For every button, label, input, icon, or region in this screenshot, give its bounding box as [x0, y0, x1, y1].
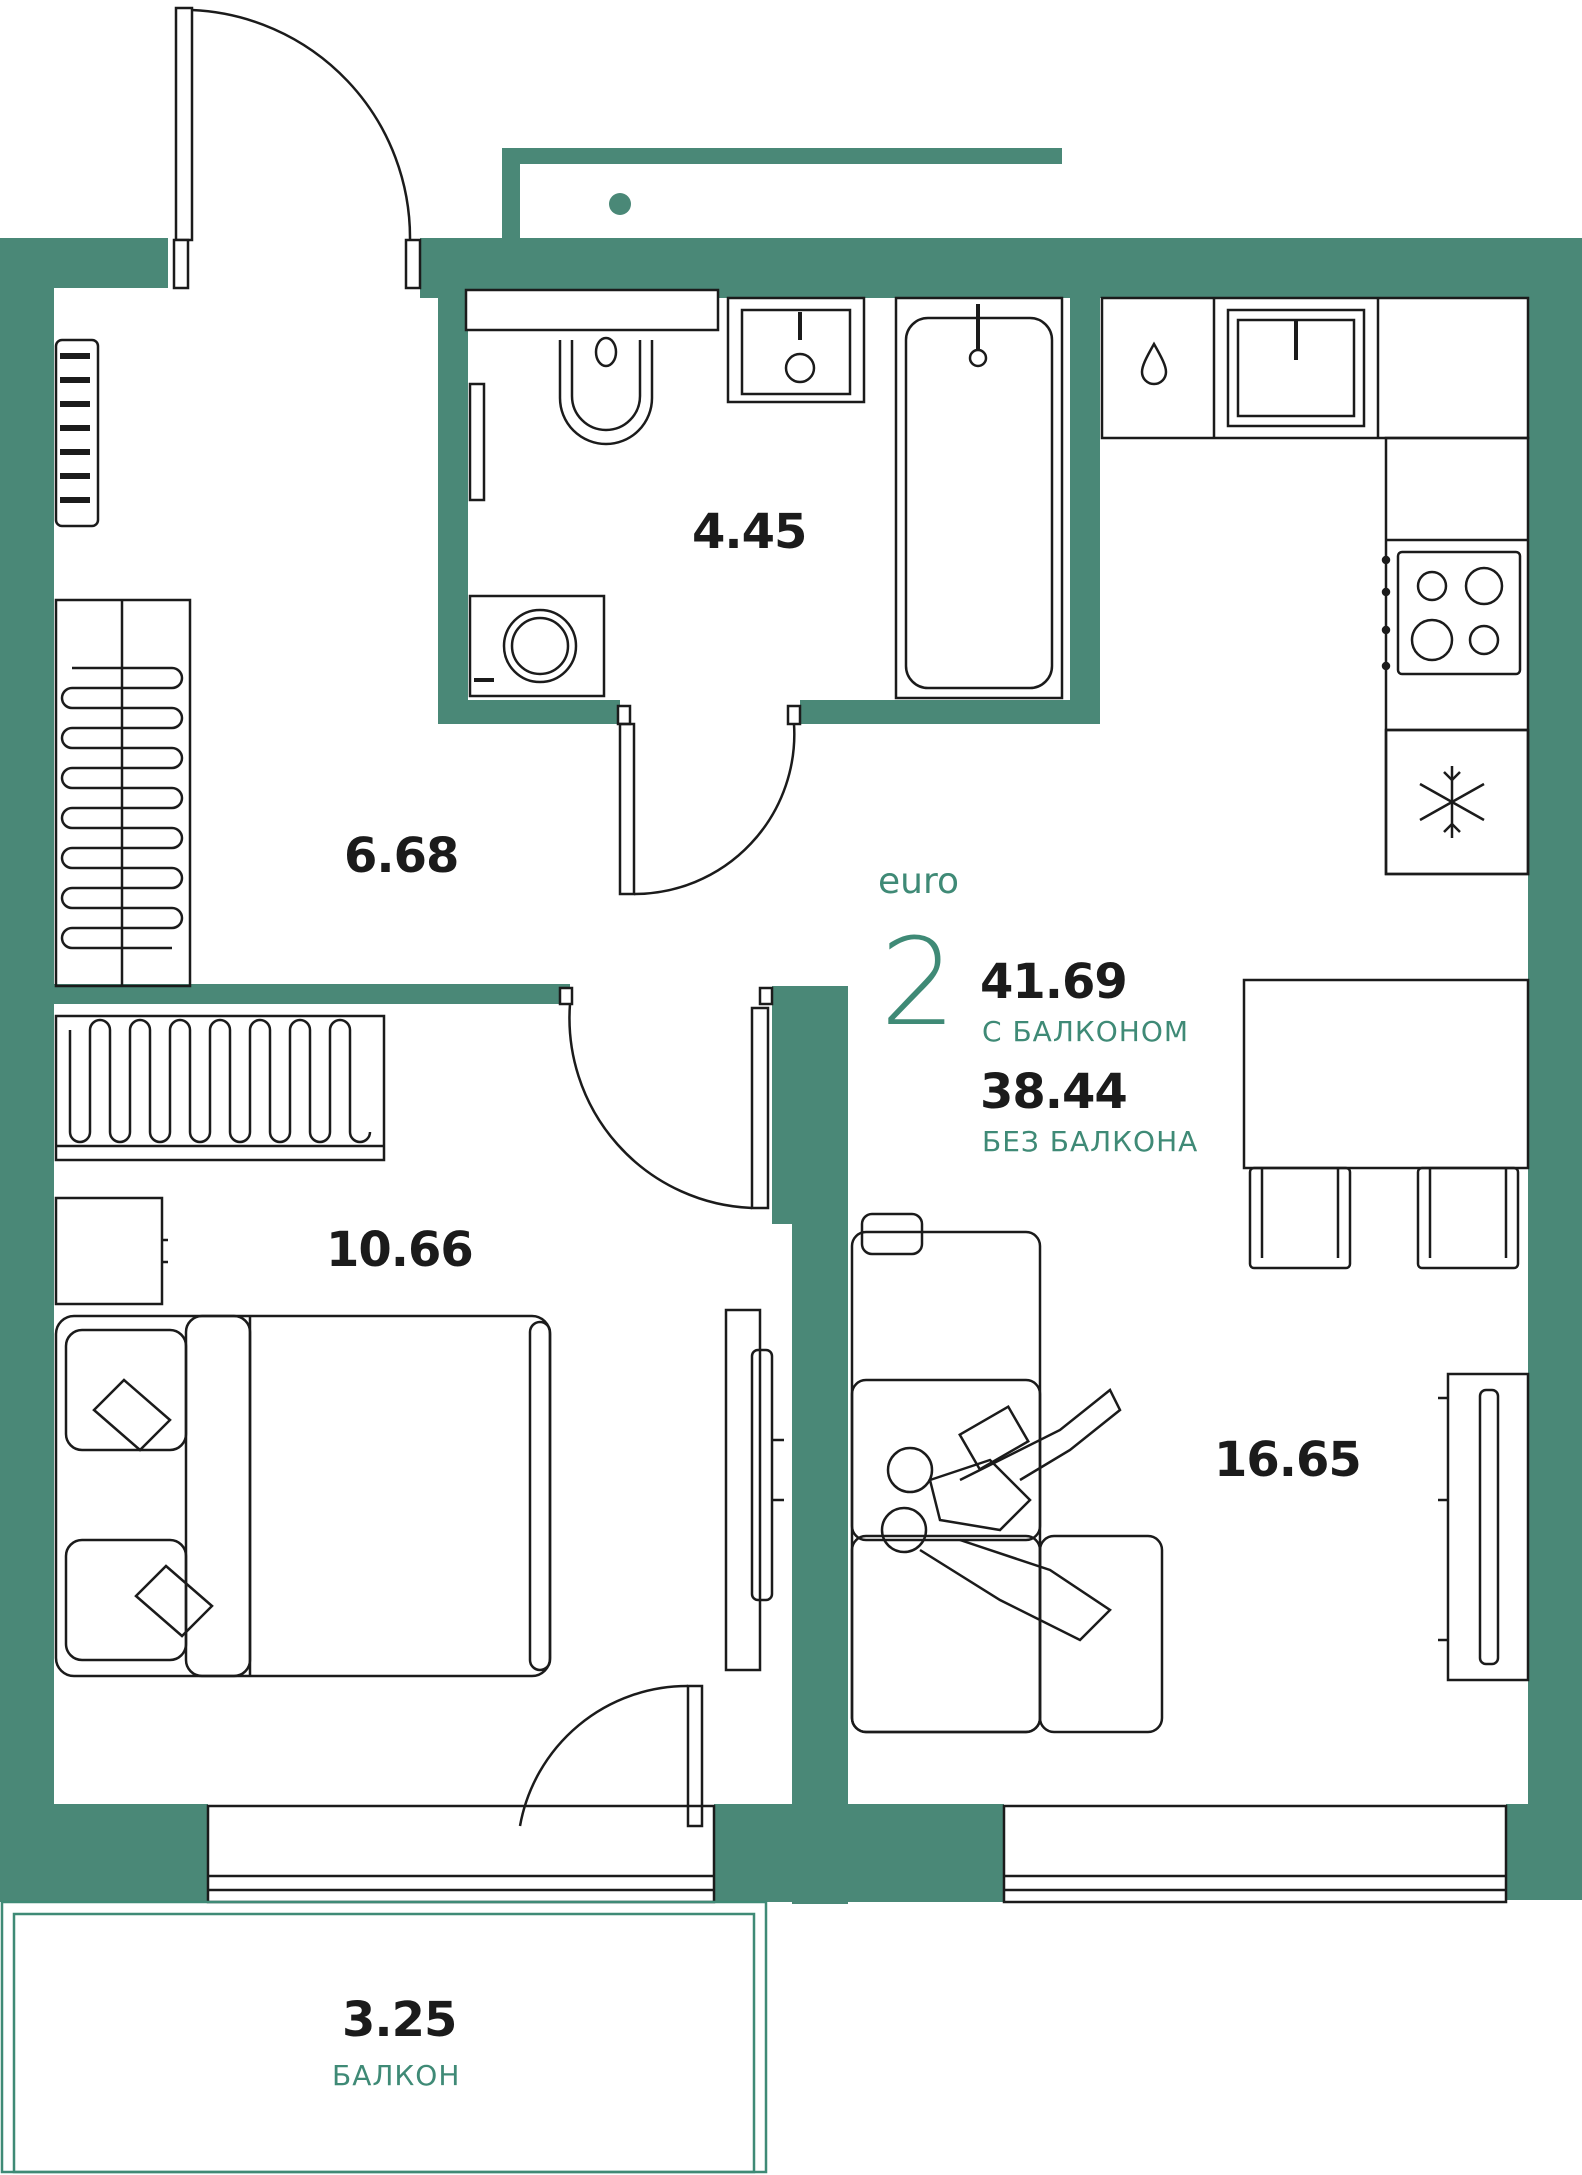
outer-wall-top-left	[0, 238, 168, 288]
with-balcony-label: С БАЛКОНОМ	[982, 1015, 1190, 1048]
bathroom-wall-right	[1070, 288, 1100, 724]
hall-radiator	[54, 338, 100, 528]
outer-wall-right	[1528, 238, 1582, 1900]
living-tv-stand	[1446, 1372, 1530, 1682]
living-window	[1002, 1804, 1508, 1904]
hall-area: 6.68	[344, 828, 459, 884]
apartment-type-label: euro	[878, 861, 959, 902]
bedroom-wardrobe	[54, 1014, 386, 1162]
entrance-door-swing	[191, 8, 412, 241]
bedroom-wall-top	[54, 984, 570, 1004]
bedside-table	[54, 1196, 164, 1306]
living-area: 16.65	[1214, 1432, 1362, 1488]
bedroom-window	[206, 1804, 716, 1904]
balcony-door-swing	[518, 1684, 689, 1827]
pillow-top	[92, 1378, 172, 1452]
outer-wall-bottom-right	[1506, 1804, 1582, 1900]
bathroom-wall-bottom-right	[800, 700, 1086, 724]
fridge	[1384, 728, 1530, 876]
bedroom-living-wall	[772, 986, 848, 1224]
kitchen-sink	[1226, 308, 1366, 428]
towel-rail	[468, 382, 486, 502]
bathroom-door-leaf	[618, 722, 636, 896]
bathroom-sink	[726, 296, 866, 404]
outer-wall-top-right	[420, 238, 1582, 298]
bathroom-door-swing	[633, 723, 796, 896]
balcony-label: БАЛКОН	[332, 2059, 461, 2092]
bedroom-door-leaf	[750, 1006, 770, 1210]
bedroom-living-wall-lower	[792, 1200, 848, 1904]
bedroom-wardrobe-hangers	[68, 1018, 372, 1144]
room-fills	[468, 298, 1070, 700]
bedroom-area: 10.66	[326, 1222, 474, 1278]
balcony-door-leaf	[686, 1684, 704, 1828]
bedroom-door-swing	[568, 1003, 753, 1210]
bathtub	[894, 296, 1064, 700]
dining-chair-left	[1248, 1166, 1352, 1270]
snowflake-icon	[1419, 766, 1485, 838]
water-drop-icon	[1140, 341, 1168, 386]
kitchen-counter-right	[1384, 436, 1530, 876]
without-balcony-label: БЕЗ БАЛКОНА	[982, 1125, 1199, 1158]
balcony-area: 3.25	[342, 1992, 457, 2048]
bathroom-window	[502, 148, 1062, 238]
bathroom-wall-bottom-left	[438, 700, 620, 724]
cooktop	[1396, 550, 1522, 676]
bathroom-area: 4.45	[692, 504, 807, 560]
pillow-bottom	[134, 1564, 214, 1638]
people-on-sofa	[880, 1388, 1122, 1642]
outer-wall-bottom-mid	[714, 1804, 1004, 1902]
total-area-without-balcony: 38.44	[980, 1064, 1128, 1120]
balcony	[0, 1900, 768, 2174]
washing-machine	[468, 594, 606, 698]
entrance-door-leaf	[174, 6, 194, 242]
rooms-count: 2	[880, 914, 957, 1053]
bathroom-shelf	[464, 288, 720, 332]
bed	[54, 1314, 552, 1678]
toilet	[558, 340, 654, 446]
outer-wall-left	[0, 238, 54, 1865]
kitchen-counter-top	[1100, 296, 1530, 440]
total-area-with-balcony: 41.69	[980, 954, 1128, 1010]
dining-table	[1242, 978, 1530, 1170]
dining-chair-right	[1416, 1166, 1520, 1270]
bathroom-wall-left	[438, 288, 468, 724]
line-art	[54, 6, 1530, 1904]
hall-wardrobe-hangers	[60, 666, 184, 950]
walls	[0, 238, 1582, 1904]
bedroom-tv-stand	[724, 1308, 762, 1672]
outer-wall-bottom-left	[0, 1804, 208, 1902]
